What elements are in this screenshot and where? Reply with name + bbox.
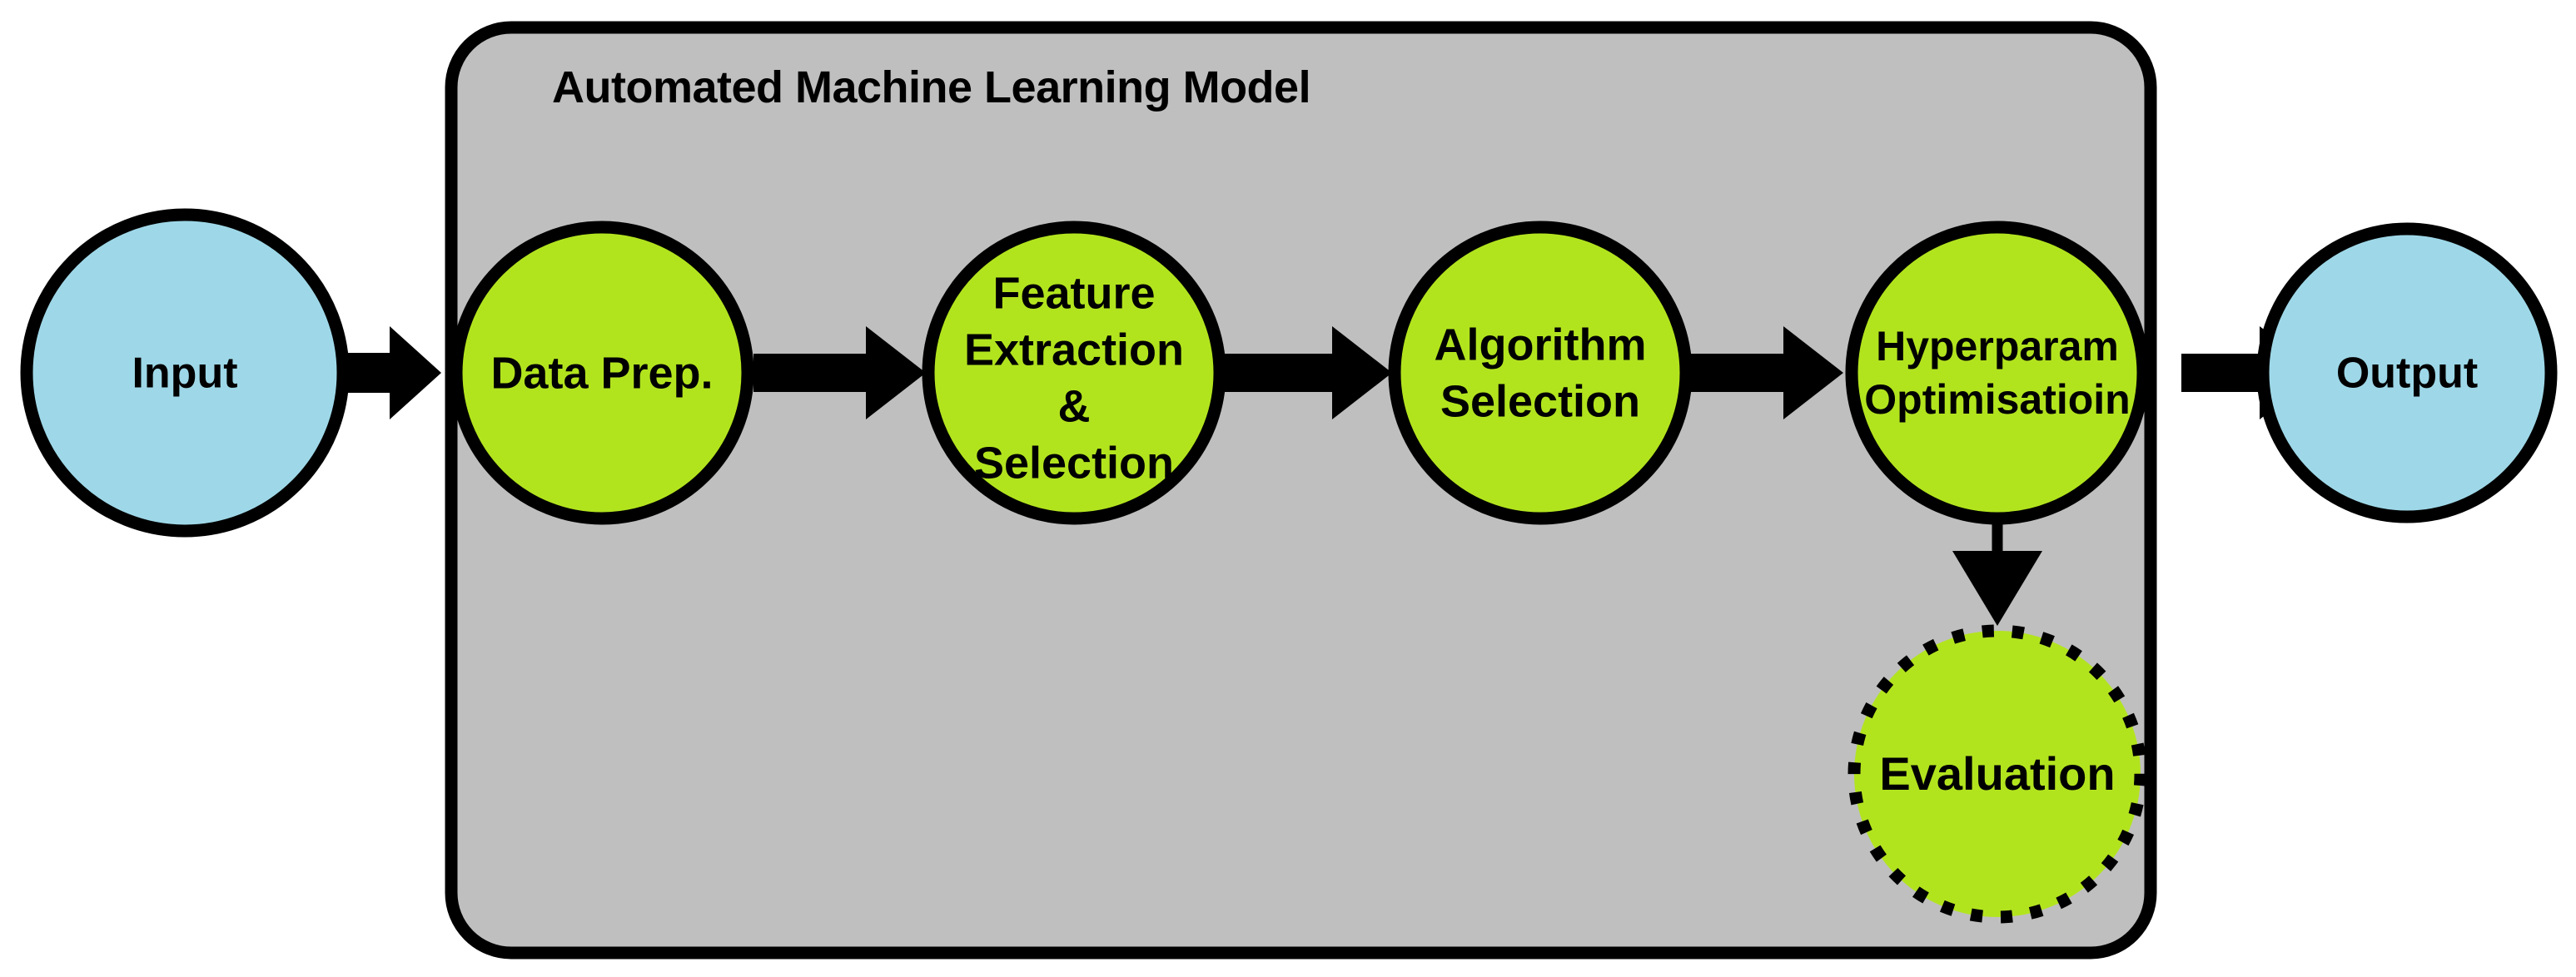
node-data-prep-label-line-0: Data Prep.	[490, 348, 713, 398]
node-feature-label-line-2: &	[1058, 381, 1091, 431]
connector-algorithm-to-hyperparam	[1688, 326, 1843, 419]
node-feature-label-line-1: Extraction	[964, 325, 1184, 374]
node-algorithm-selection[interactable]: Algorithm Selection	[1388, 221, 1693, 525]
node-feature-label-line-3: Selection	[974, 438, 1174, 488]
node-hyperparam-label-line-0: Hyperparam	[1876, 323, 2119, 369]
node-evaluation-label: Evaluation	[1879, 747, 2115, 800]
node-input[interactable]: Input	[20, 208, 350, 538]
connector-hyperparam-to-evaluation	[1952, 520, 2042, 626]
node-input-label: Input	[132, 350, 237, 398]
node-hyperparameter-optimisation[interactable]: Hyperparam Optimisatioin	[1845, 221, 2150, 525]
node-feature-extraction-selection[interactable]: Feature Extraction & Selection	[922, 221, 1226, 525]
node-output[interactable]: Output	[2256, 222, 2558, 523]
connector-feature-to-algorithm	[1224, 326, 1392, 419]
node-algorithm-label-line-0: Algorithm	[1435, 320, 1647, 369]
node-hyperparam-label-line-1: Optimisatioin	[1864, 376, 2130, 423]
node-output-label: Output	[2336, 350, 2478, 398]
node-algorithm-label-line-1: Selection	[1440, 376, 1640, 426]
node-data-prep[interactable]: Data Prep.	[450, 221, 754, 525]
container-title: Automated Machine Learning Model	[552, 62, 1310, 112]
connector-input-to-data-prep	[333, 326, 441, 419]
automl-model-container	[445, 21, 2157, 960]
node-feature-label-line-0: Feature	[992, 268, 1155, 318]
connector-data-prep-to-feature	[753, 326, 926, 419]
node-evaluation[interactable]: Evaluation	[1847, 624, 2147, 924]
